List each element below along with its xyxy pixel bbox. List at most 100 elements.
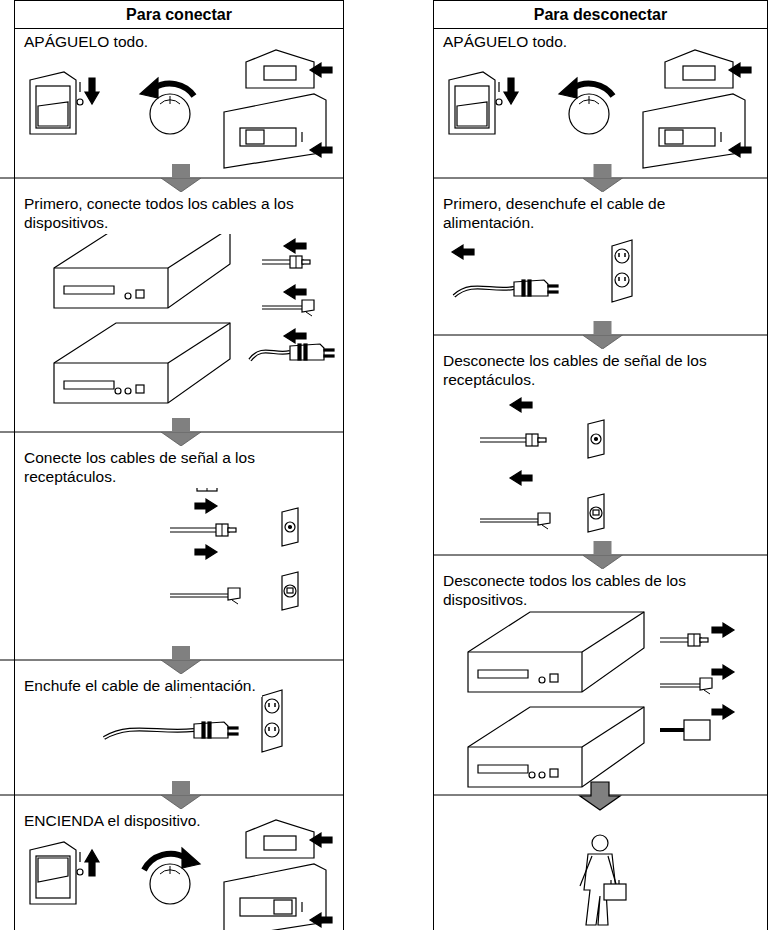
turn-arrow: [144, 854, 186, 870]
switch-panel: [643, 94, 745, 168]
power-cord: [454, 287, 514, 296]
knob-scale: [160, 870, 180, 874]
step-band: Enchufe el cable de alimentación.: [18, 674, 340, 781]
plug-prong: [548, 285, 558, 287]
direction-arrow: [729, 63, 751, 77]
briefcase: [604, 884, 626, 900]
phone-jack-slot: [593, 510, 599, 515]
direction-arrow: [510, 471, 532, 485]
step-text: Conecte los cables de señal a los recept…: [18, 446, 340, 488]
signal-receptacle: [588, 420, 604, 458]
rocker-frame: [36, 856, 70, 898]
step-arrow: [172, 418, 190, 432]
power-plug: [290, 344, 324, 360]
step-text: APÁGUELO todo.: [18, 30, 154, 53]
knob-scale: [160, 100, 180, 104]
phone-clip: [704, 690, 710, 694]
power-cord: [104, 729, 194, 738]
power-cord: [250, 351, 290, 360]
step-text: APÁGUELO todo.: [437, 30, 573, 53]
plug-grip: [528, 280, 531, 296]
slide-knob: [246, 130, 264, 144]
device-case: [468, 612, 644, 692]
coax-jack-pin: [595, 438, 598, 441]
phone-jack: [590, 507, 602, 519]
socket-slot: [618, 253, 620, 257]
socket-slot: [274, 727, 276, 731]
wall-outlet: [262, 690, 282, 752]
plug-prong: [324, 349, 334, 351]
power-button-housing: [246, 50, 314, 88]
power-button-housing: [665, 50, 733, 88]
briefcase-handle: [618, 880, 619, 884]
plug-prong: [228, 727, 238, 729]
socket-slot: [624, 253, 626, 257]
phone-jack: [284, 585, 296, 597]
knob-scale: [579, 100, 599, 104]
on-mark: [301, 902, 302, 912]
coax-connector: [290, 256, 302, 268]
coax-connector: [688, 634, 700, 646]
phone-cable: [170, 597, 230, 598]
power-connector: [684, 720, 710, 740]
rotary-knob: [150, 864, 190, 904]
phone-cable: [262, 306, 304, 307]
rocker-frame: [455, 86, 489, 128]
socket-slot: [268, 727, 270, 731]
step-band: APÁGUELO todo.: [18, 30, 340, 164]
socket: [265, 723, 279, 737]
direction-arrow: [504, 78, 518, 104]
socket: [615, 249, 629, 263]
plug-grip: [304, 344, 307, 360]
power-plug: [194, 722, 228, 738]
device-button: [539, 772, 545, 778]
power-button: [683, 66, 715, 80]
direction-arrow: [310, 143, 332, 157]
rocker-switch: [30, 842, 76, 904]
phone-cable: [660, 684, 702, 685]
wall-outlet: [612, 240, 632, 302]
rocker-switch: [30, 72, 76, 134]
power-cord-core: [454, 287, 514, 296]
direction-arrow: [284, 329, 306, 343]
step-text: Primero, conecte todos los cables a los …: [18, 192, 340, 234]
coax-ring: [694, 634, 695, 646]
column-heading: Para desconectar: [434, 1, 767, 29]
direction-arrow: [195, 499, 217, 513]
step-arrow: [172, 164, 190, 178]
device-display: [478, 670, 528, 678]
device-display: [478, 765, 528, 773]
signal-receptacle: [588, 494, 604, 532]
switch-panel: [224, 94, 326, 168]
step-arrow: [594, 541, 612, 555]
plug-grip: [208, 722, 211, 738]
device-button: [125, 388, 131, 394]
device-edge: [54, 267, 168, 268]
direction-arrow: [452, 245, 474, 259]
coax-ring: [222, 524, 223, 536]
power-button: [264, 836, 296, 850]
direction-arrow: [284, 239, 306, 253]
step-arrow: [580, 782, 620, 810]
coax-jack: [591, 434, 601, 444]
rotary-knob: [150, 94, 190, 134]
on-mark: [498, 82, 499, 92]
socket-slot: [624, 277, 626, 281]
person-arm: [580, 856, 592, 886]
device-edge: [581, 652, 582, 692]
device-edge: [168, 323, 230, 363]
socket: [615, 273, 629, 287]
step-arrow: [172, 646, 190, 660]
rocker-frame: [36, 86, 70, 128]
direction-arrow: [712, 623, 734, 637]
device-button: [529, 772, 535, 778]
power-plug: [514, 280, 548, 296]
briefcase-handle: [610, 880, 611, 884]
plug-prong: [548, 291, 558, 293]
step-band: Primero, conecte todos los cables a los …: [18, 192, 340, 418]
off-mark: [496, 99, 502, 105]
direction-arrow: [310, 63, 332, 77]
step-text: Enchufe el cable de alimentación.: [18, 674, 262, 697]
coax-connector: [526, 434, 538, 446]
